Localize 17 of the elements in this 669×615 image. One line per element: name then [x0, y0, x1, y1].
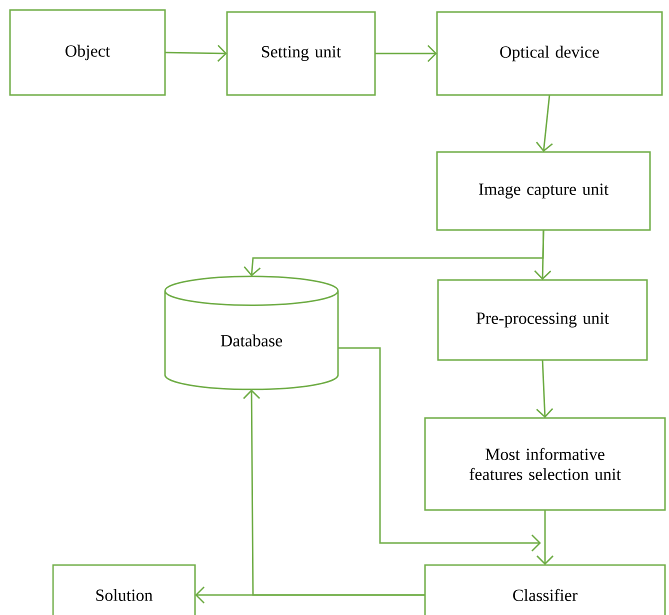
database-cylinder: Database	[164, 276, 339, 390]
process-box: Most informative features selection unit	[424, 417, 666, 511]
process-box: Setting unit	[226, 11, 376, 96]
arrow	[375, 44, 437, 62]
process-box: Pre-processing unit	[437, 279, 648, 361]
process-box: Solution	[52, 564, 196, 615]
arrow	[536, 360, 554, 418]
arrow	[338, 347, 541, 552]
arrow	[165, 44, 227, 62]
process-box: Optical device	[436, 11, 663, 96]
arrow	[534, 230, 552, 280]
process-box: Classifier	[424, 564, 666, 615]
process-box: Image capture unit	[436, 151, 651, 231]
arrow	[243, 389, 425, 596]
arrow	[536, 510, 554, 565]
process-box: Object	[9, 9, 166, 96]
arrow	[536, 94, 553, 152]
